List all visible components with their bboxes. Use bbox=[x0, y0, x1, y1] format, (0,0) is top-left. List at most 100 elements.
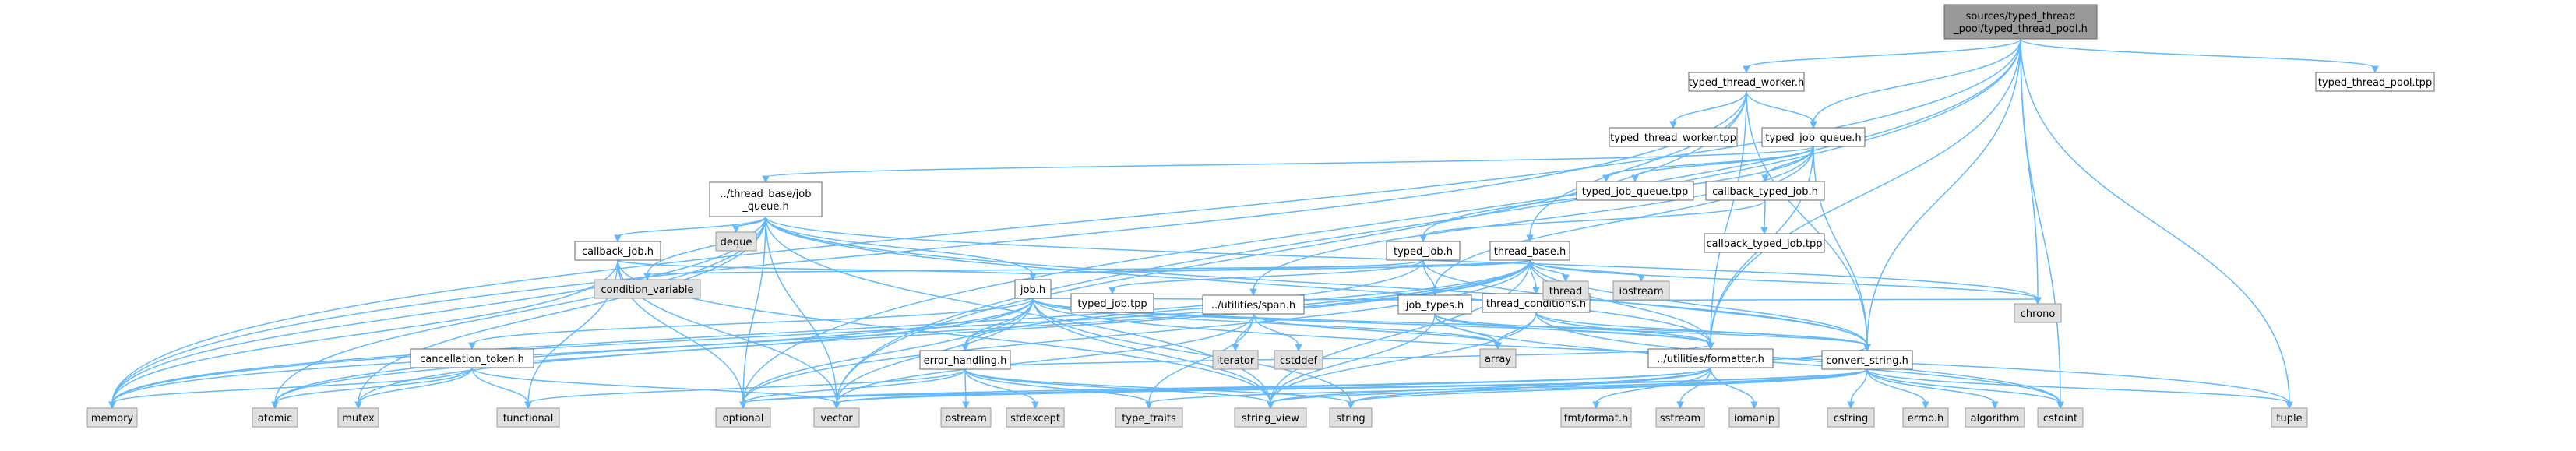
edge-tjob-to-cstr bbox=[1422, 259, 1868, 347]
node-ttw_tpp[interactable]: typed_thread_worker.tpp bbox=[1609, 127, 1738, 147]
node-box bbox=[1761, 127, 1866, 147]
node-string_view: string_view bbox=[1234, 407, 1307, 428]
node-label: ostream bbox=[945, 413, 987, 425]
node-box bbox=[1902, 407, 1949, 428]
node-tbjq[interactable]: ../thread_base/job_queue.h bbox=[709, 181, 823, 217]
edge-canc-to-memory bbox=[111, 367, 473, 404]
node-label: optional bbox=[723, 413, 764, 425]
edge-arrowhead bbox=[524, 401, 532, 410]
edge-arrowhead bbox=[1847, 401, 1855, 410]
node-box bbox=[709, 181, 823, 217]
node-label: _pool/typed_thread_pool.h bbox=[1953, 23, 2088, 35]
node-ttw[interactable]: typed_thread_worker.h bbox=[1688, 72, 1805, 92]
node-iterator: iterator bbox=[1212, 350, 1259, 370]
node-box bbox=[594, 279, 701, 299]
edge-arrowhead bbox=[2285, 401, 2293, 410]
node-span[interactable]: ../utilities/span.h bbox=[1202, 294, 1305, 315]
edge-cstr-to-type_traits bbox=[1148, 368, 1868, 404]
edge-cbjob-to-memory bbox=[111, 259, 618, 404]
node-fmtr[interactable]: ../utilities/formatter.h bbox=[1647, 348, 1774, 368]
edge-tbjq-to-atomic bbox=[274, 216, 766, 404]
edge-root-to-ttw bbox=[1746, 38, 2021, 69]
node-tjq_tpp[interactable]: typed_job_queue.tpp bbox=[1576, 181, 1694, 201]
edge-ttw-to-ttw_tpp bbox=[1672, 90, 1747, 124]
node-tbase[interactable]: thread_base.h bbox=[1489, 241, 1570, 261]
node-box bbox=[1704, 233, 1825, 253]
graph-nodes: sources/typed_thread_pool/typed_thread_p… bbox=[86, 4, 2435, 428]
edge-ttw-to-fmtr bbox=[1710, 90, 1747, 345]
node-stdexcept: stdexcept bbox=[1006, 407, 1065, 428]
edge-errh-to-string_view bbox=[964, 368, 1271, 404]
edge-cstr-to-cstring bbox=[1850, 368, 1868, 404]
node-ctj[interactable]: callback_typed_job.h bbox=[1705, 181, 1825, 201]
edge-arrowhead bbox=[1562, 274, 1570, 283]
node-label: convert_string.h bbox=[1826, 355, 1908, 367]
node-tjq[interactable]: typed_job_queue.h bbox=[1761, 127, 1866, 147]
edge-cstr-to-errno bbox=[1866, 368, 1926, 404]
node-box bbox=[1202, 294, 1305, 315]
node-cstr[interactable]: convert_string.h bbox=[1821, 350, 1913, 370]
edge-arrowhead bbox=[1637, 274, 1645, 283]
node-tjob_tpp[interactable]: typed_job.tpp bbox=[1070, 293, 1154, 313]
edge-tbase-to-chrono bbox=[1529, 259, 2039, 300]
node-box bbox=[1479, 348, 1517, 368]
node-label: typed_job.h bbox=[1394, 246, 1453, 258]
node-errh[interactable]: error_handling.h bbox=[919, 350, 1011, 370]
node-label: cstddef bbox=[1280, 355, 1318, 367]
edge-tbase-to-optional bbox=[742, 259, 1531, 404]
node-root[interactable]: sources/typed_thread_pool/typed_thread_p… bbox=[1943, 4, 2098, 40]
node-cbjob[interactable]: callback_job.h bbox=[574, 241, 661, 261]
edge-tbjq-to-mutex bbox=[358, 216, 766, 404]
node-box bbox=[1329, 407, 1373, 428]
node-jtypes[interactable]: job_types.h bbox=[1397, 294, 1472, 315]
edge-tbase-to-job bbox=[1032, 259, 1531, 276]
edge-arrowhead bbox=[1810, 121, 1817, 129]
node-errno: errno.h bbox=[1902, 407, 1949, 428]
edge-root-to-fmtr bbox=[1710, 38, 2021, 345]
node-memory: memory bbox=[86, 407, 138, 428]
edge-arrowhead bbox=[962, 401, 970, 410]
edge-arrowhead bbox=[1295, 344, 1302, 352]
node-box bbox=[1014, 279, 1052, 299]
edge-arrowhead bbox=[1347, 401, 1355, 410]
node-label: typed_thread_worker.tpp bbox=[1610, 132, 1736, 144]
node-optional: optional bbox=[715, 407, 771, 428]
edge-ctj-to-tjob bbox=[1422, 199, 1766, 238]
node-ctj_tpp[interactable]: callback_typed_job.tpp bbox=[1704, 233, 1825, 253]
node-array: array bbox=[1479, 348, 1517, 368]
node-algorithm: algorithm bbox=[1965, 407, 2025, 428]
node-deque: deque bbox=[715, 231, 757, 252]
node-ttp_tpp[interactable]: typed_thread_pool.tpp bbox=[2315, 72, 2435, 92]
node-label: mutex bbox=[342, 413, 375, 425]
edge-root-to-vector bbox=[836, 38, 2021, 404]
node-box bbox=[1386, 241, 1461, 261]
edge-span-to-cstddef bbox=[1253, 313, 1299, 347]
edge-fmtr-to-iomanip bbox=[1710, 367, 1755, 404]
node-label: type_traits bbox=[1122, 413, 1176, 425]
edge-fmtr-to-sstream bbox=[1679, 367, 1711, 404]
edge-root-to-optional bbox=[742, 38, 2021, 404]
edge-job-to-canc bbox=[471, 298, 1034, 345]
node-box bbox=[1234, 407, 1307, 428]
node-label: thread bbox=[1549, 286, 1583, 298]
node-label: typed_thread_pool.tpp bbox=[2318, 77, 2432, 89]
edge-arrowhead bbox=[1743, 65, 1750, 74]
node-label: cstdint bbox=[2043, 413, 2077, 425]
node-label: error_handling.h bbox=[924, 355, 1007, 367]
node-job[interactable]: job.h bbox=[1014, 279, 1052, 299]
edge-tbjq-to-fmtr bbox=[765, 216, 1711, 345]
edge-arrowhead bbox=[1750, 401, 1758, 410]
edge-tcond-to-fmtr bbox=[1535, 312, 1711, 345]
edge-errh-to-type_traits bbox=[964, 368, 1150, 404]
node-atomic: atomic bbox=[252, 407, 298, 428]
edge-tbjq-to-job bbox=[765, 216, 1034, 276]
edge-tbjq-to-memory bbox=[111, 216, 766, 404]
edge-arrowhead bbox=[732, 225, 740, 234]
edge-tbase-to-mutex bbox=[358, 259, 1531, 404]
node-box bbox=[1115, 407, 1183, 428]
node-label: vector bbox=[820, 413, 853, 425]
edge-fmtr-to-optional bbox=[742, 367, 1711, 404]
node-canc[interactable]: cancellation_token.h bbox=[410, 348, 534, 368]
node-tcond[interactable]: thread_conditions.h bbox=[1482, 293, 1591, 313]
node-tjob[interactable]: typed_job.h bbox=[1386, 241, 1461, 261]
